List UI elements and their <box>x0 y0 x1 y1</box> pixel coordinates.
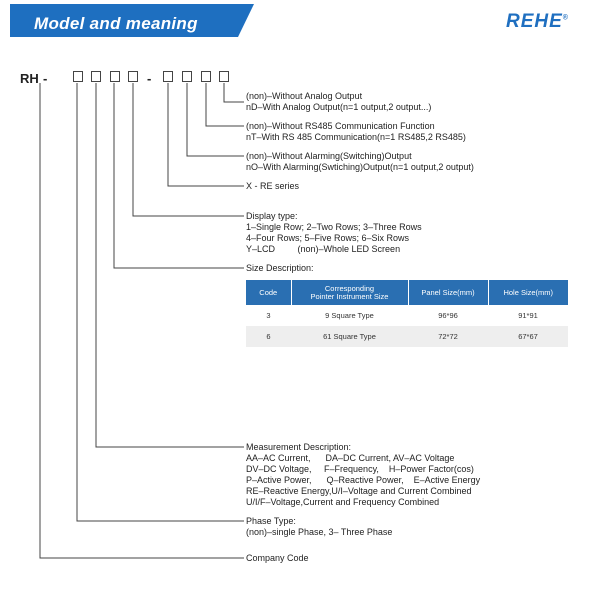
model-dash-2: - <box>147 71 152 86</box>
code-box-series <box>163 71 173 82</box>
leader-display <box>132 83 244 217</box>
size-desc: Size Description: <box>246 263 314 273</box>
banner-shape <box>10 4 254 37</box>
cell-hole-size: 67*67 <box>488 326 568 347</box>
model-dash-1: - <box>43 71 48 86</box>
analog-output-desc: (non)–Without Analog Output nD–With Anal… <box>246 91 432 112</box>
rs485-desc: (non)–Without RS485 Communication Functi… <box>246 121 466 142</box>
leader-rs485 <box>205 83 244 127</box>
cell-code: 3 <box>246 305 291 326</box>
code-box-measurement <box>91 71 101 82</box>
leader-size <box>113 83 244 269</box>
display-type-desc: Display type: 1–Single Row; 2–Two Rows; … <box>246 211 422 254</box>
phase-type-desc: Phase Type: (non)–single Phase, 3– Three… <box>246 516 393 537</box>
company-code-desc: Company Code <box>246 553 309 563</box>
cell-panel-size: 72*72 <box>408 326 488 347</box>
leader-phase <box>76 83 244 522</box>
title-banner: Model and meaning <box>10 4 254 37</box>
cell-hole-size: 91*91 <box>488 305 568 326</box>
table-row: 6 61 Square Type 72*72 67*67 <box>246 326 568 347</box>
alarm-output-desc: (non)–Without Alarming(Switching)Output … <box>246 151 474 172</box>
header-pointer-size-text: Corresponding Pointer Instrument Size <box>310 283 389 301</box>
registered-mark: ® <box>562 14 569 22</box>
code-box-rs485 <box>201 71 211 82</box>
table-row: 3 9 Square Type 96*96 91*91 <box>246 305 568 326</box>
size-table: Code Corresponding Pointer Instrument Si… <box>246 280 568 347</box>
model-prefix: RH <box>20 71 39 86</box>
code-box-phase <box>73 71 83 82</box>
leader-series <box>167 83 244 187</box>
page-title: Model and meaning <box>34 14 198 33</box>
header-hole-size: Hole Size(mm) <box>488 280 568 305</box>
leader-analog <box>223 83 244 103</box>
code-box-alarm <box>182 71 192 82</box>
leader-company <box>39 83 244 559</box>
leader-alarm <box>186 83 244 157</box>
header-panel-size: Panel Size(mm) <box>408 280 489 305</box>
brand-name: REHE <box>506 11 563 32</box>
header-pointer-size: Corresponding Pointer Instrument Size <box>291 280 409 305</box>
code-box-size <box>110 71 120 82</box>
measurement-desc: Measurement Description: AA–AC Current, … <box>246 442 481 507</box>
code-box-analog <box>219 71 229 82</box>
cell-pointer-size: 9 Square Type <box>291 305 408 326</box>
leader-measurement <box>95 83 244 448</box>
cell-pointer-size: 61 Square Type <box>291 326 408 347</box>
cell-panel-size: 96*96 <box>408 305 488 326</box>
code-box-display <box>128 71 138 82</box>
size-table-header: Code Corresponding Pointer Instrument Si… <box>246 280 568 305</box>
series-desc: X - RE series <box>246 181 300 191</box>
brand-logo: REHE® <box>506 11 569 33</box>
cell-code: 6 <box>246 326 291 347</box>
header-code: Code <box>246 280 292 305</box>
